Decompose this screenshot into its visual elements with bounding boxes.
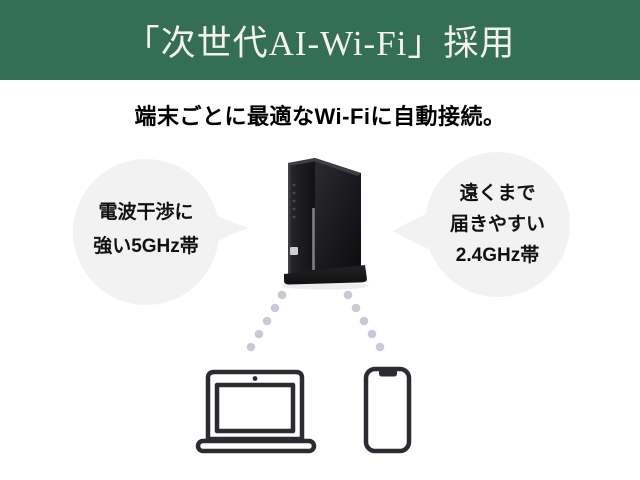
bubble-24ghz-line2: 届きやすい bbox=[449, 214, 545, 235]
header-banner: 「次世代AI-Wi-Fi」採用 bbox=[0, 0, 640, 80]
bubble-5ghz-line2: 強い5GHz帯 bbox=[93, 236, 199, 257]
wifi-router-image bbox=[281, 158, 369, 290]
laptop-icon bbox=[195, 369, 317, 454]
subtitle-text: 端末ごとに最適なWi-Fiに自動接続。 bbox=[134, 104, 506, 129]
bubble-24ghz-tail bbox=[393, 213, 428, 249]
bubble-24ghz-line3: 2.4GHz帯 bbox=[455, 245, 540, 266]
bubble-5ghz: 電波干渉に 強い5GHz帯 bbox=[73, 159, 219, 305]
bubble-24ghz: 遠くまで 届きやすい 2.4GHz帯 bbox=[425, 152, 570, 297]
bubble-5ghz-tail bbox=[210, 212, 248, 246]
signal-dots-icon bbox=[246, 290, 385, 352]
bubble-5ghz-line1: 電波干渉に bbox=[98, 202, 194, 223]
page-title: 「次世代AI-Wi-Fi」採用 bbox=[124, 23, 516, 63]
smartphone-icon bbox=[363, 366, 412, 454]
bubble-24ghz-line1: 遠くまで bbox=[459, 183, 536, 204]
